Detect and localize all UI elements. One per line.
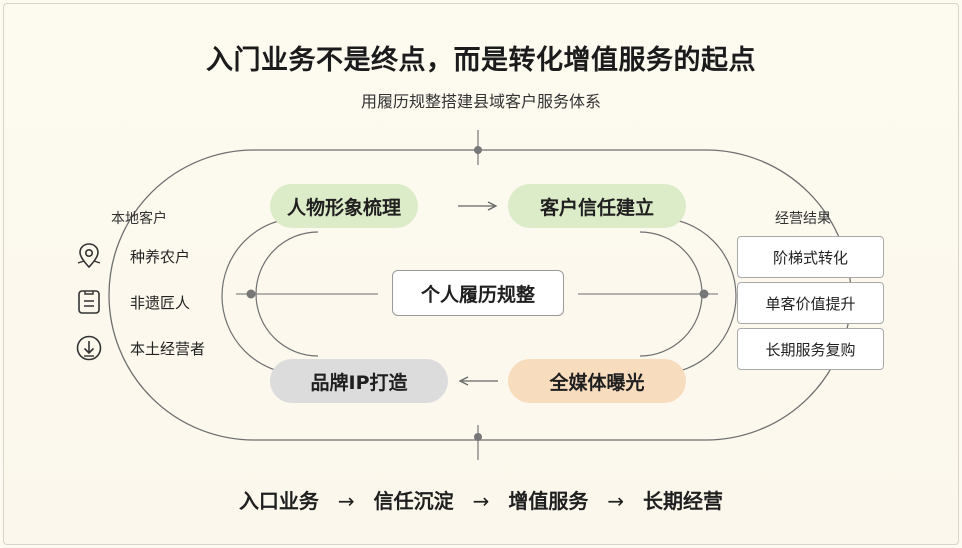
customer-label: 本土经营者 bbox=[130, 339, 206, 358]
location-pin-icon bbox=[74, 241, 104, 271]
page-subtitle: 用履历规整搭建县域客户服务体系 bbox=[360, 92, 601, 111]
flow-step: 长期经营 bbox=[643, 489, 724, 513]
arrow-right-icon: → bbox=[472, 489, 490, 513]
flow-step: 入口业务 bbox=[238, 489, 319, 513]
customer-row: 本土经营者 bbox=[74, 332, 205, 364]
inner-arc-right-outer bbox=[657, 217, 737, 375]
download-circle-icon bbox=[74, 333, 104, 363]
arrow-right-icon: → bbox=[607, 489, 625, 513]
result-box: 长期服务复购 bbox=[737, 328, 884, 370]
step-trust-pill: 客户信任建立 bbox=[508, 184, 686, 228]
customers-label: 本地客户 bbox=[111, 211, 167, 227]
document-icon bbox=[74, 287, 104, 317]
top-dot bbox=[474, 146, 482, 154]
result-box: 单客价值提升 bbox=[737, 282, 884, 324]
flow-step: 信任沉淀 bbox=[373, 489, 454, 513]
customer-label: 非遗匠人 bbox=[130, 293, 191, 312]
inner-arc-left-outer bbox=[221, 217, 301, 375]
step-persona-pill: 人物形象梳理 bbox=[270, 184, 418, 228]
outer-loop bbox=[108, 149, 852, 441]
center-resume-box: 个人履历规整 bbox=[392, 270, 564, 316]
bottom-flow: 入口业务 → 信任沉淀 → 增值服务 → 长期经营 bbox=[0, 485, 962, 514]
arrow-left-icon bbox=[458, 376, 498, 386]
customer-row: 种养农户 bbox=[74, 240, 190, 272]
left-dot bbox=[246, 289, 256, 299]
page-title: 入门业务不是终点，而是转化增值服务的起点 bbox=[206, 45, 756, 76]
arrow-right-icon: → bbox=[337, 489, 355, 513]
customer-row: 非遗匠人 bbox=[74, 286, 190, 318]
arrow-right-icon bbox=[458, 201, 498, 211]
right-dot bbox=[699, 289, 709, 299]
step-media-pill: 全媒体曝光 bbox=[508, 359, 686, 403]
result-box: 阶梯式转化 bbox=[737, 236, 884, 278]
customer-label: 种养农户 bbox=[130, 247, 191, 266]
flow-step: 增值服务 bbox=[508, 489, 589, 513]
bottom-dot bbox=[474, 433, 482, 441]
step-brand-ip-pill: 品牌IP打造 bbox=[270, 359, 448, 403]
results-label: 经营结果 bbox=[775, 211, 831, 227]
